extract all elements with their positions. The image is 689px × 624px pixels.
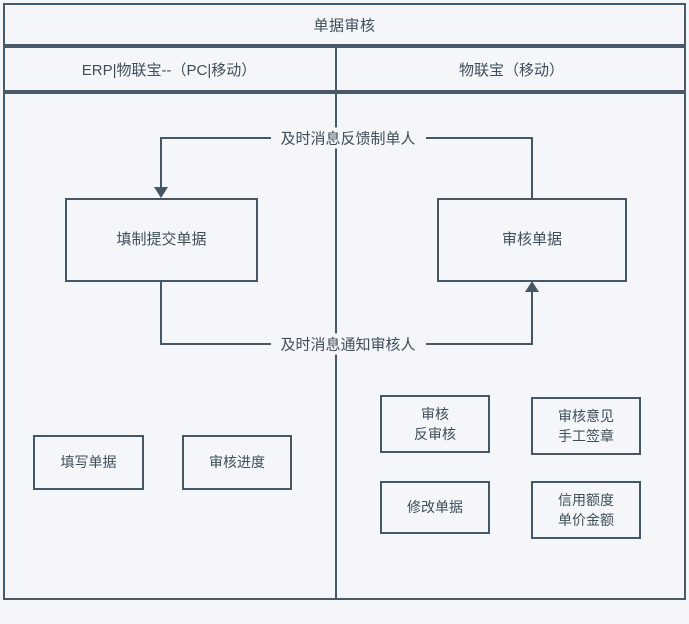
lane-header-erp-label: ERP|物联宝--（PC|移动） xyxy=(81,61,257,79)
node-credit-limit[interactable]: 信用额度 单价金额 xyxy=(531,481,641,539)
node-review-progress[interactable]: 审核进度 xyxy=(182,435,292,490)
node-review-opinion[interactable]: 审核意见 手工签章 xyxy=(531,397,641,455)
feedback-edge-right-horizontal xyxy=(426,137,533,139)
diagram-title-band: 单据审核 xyxy=(3,3,686,46)
node-review[interactable]: 审核单据 xyxy=(437,198,627,282)
diagram-title: 单据审核 xyxy=(313,17,376,34)
notify-edge-left-vertical xyxy=(160,281,162,345)
node-modify-doc[interactable]: 修改单据 xyxy=(380,481,490,534)
notify-edge-right-horizontal xyxy=(426,343,533,345)
node-write-doc[interactable]: 填写单据 xyxy=(33,435,144,490)
notify-edge-right-vertical xyxy=(531,292,533,345)
feedback-edge-right-vertical xyxy=(531,138,533,198)
lane-header-wlb-label: 物联宝（移动） xyxy=(458,61,564,79)
notify-edge-arrowhead xyxy=(525,281,539,292)
lane-header-wlb: 物联宝（移动） xyxy=(337,46,686,92)
feedback-edge-label: 及时消息反馈制单人 xyxy=(274,127,422,149)
feedback-edge-arrowhead xyxy=(154,187,168,198)
lane-header-erp: ERP|物联宝--（PC|移动） xyxy=(3,46,335,92)
node-fill-submit[interactable]: 填制提交单据 xyxy=(65,198,258,282)
notify-edge-left-horizontal xyxy=(160,343,271,345)
lane-divider xyxy=(335,46,337,600)
notify-edge-label: 及时消息通知审核人 xyxy=(274,333,422,355)
feedback-edge-left-horizontal xyxy=(160,137,271,139)
node-review-unreview[interactable]: 审核 反审核 xyxy=(380,395,490,453)
lane-header-band xyxy=(3,46,686,92)
feedback-edge-left-vertical xyxy=(160,137,162,187)
